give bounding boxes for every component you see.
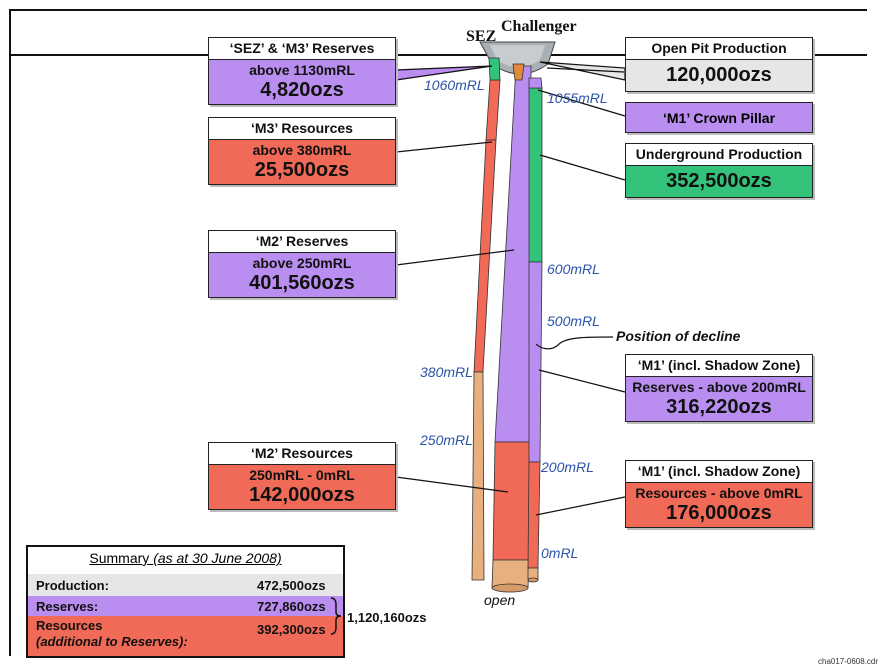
summary-production-row xyxy=(28,574,343,596)
leader-m2-reserves xyxy=(395,249,515,266)
leader-m3-resources xyxy=(395,141,493,153)
open-label: open xyxy=(484,592,516,608)
resources-label: Resources xyxy=(36,618,103,633)
box-title: ‘M1’ (incl. Shadow Zone) xyxy=(626,461,812,483)
open-pit-production-box: Open Pit Production 120,000ozs xyxy=(625,37,813,92)
box-subtitle: 250mRL - 0mRL xyxy=(249,467,355,483)
resources-value: 392,300ozs xyxy=(257,622,326,637)
box-value: 401,560ozs xyxy=(249,272,355,294)
box-value: 142,000ozs xyxy=(249,484,355,506)
m3-ore-shoot-tan xyxy=(471,371,485,581)
summary-title: Summary (as at 30 June 2008) xyxy=(28,547,343,572)
m1-reserves-box: ‘M1’ (incl. Shadow Zone) Reserves - abov… xyxy=(625,354,813,422)
leader-decline xyxy=(535,336,614,350)
box-value: 120,000ozs xyxy=(666,64,772,86)
leader-m2-resources xyxy=(395,476,509,493)
level-250-label: 250mRL xyxy=(420,432,473,448)
challenger-label: Challenger xyxy=(501,18,577,35)
sez-label: SEZ xyxy=(466,28,497,45)
level-500-label: 500mRL xyxy=(547,313,600,329)
box-value: 316,220ozs xyxy=(666,396,772,418)
box-subtitle: above 380mRL xyxy=(252,142,352,158)
leader-ug-production xyxy=(539,154,626,181)
leader-m1-reserves xyxy=(538,369,626,393)
box-title: ‘M3’ Resources xyxy=(209,118,395,140)
m1-resources-box: ‘M1’ (incl. Shadow Zone) Resources - abo… xyxy=(625,460,813,528)
diagram-frame xyxy=(9,9,867,656)
m2-ore-shoot-purple xyxy=(494,65,532,443)
leader-m1-resources xyxy=(535,496,626,516)
level-1060-label: 1060mRL xyxy=(424,77,485,93)
box-subtitle: above 1130mRL xyxy=(249,62,355,78)
box-subtitle: Resources - above 0mRL xyxy=(635,485,803,501)
box-title: ‘M1’ (incl. Shadow Zone) xyxy=(626,355,812,377)
underground-production-box: Underground Production 352,500ozs xyxy=(625,143,813,198)
m1-ore-shoot-green xyxy=(528,87,543,263)
resources-note: (additional to Reserves): xyxy=(36,634,188,649)
footer-code: cha017-0608.cdr xyxy=(818,657,878,666)
m2-ore-shoot-red xyxy=(492,441,532,561)
box-value: 352,500ozs xyxy=(666,170,772,192)
reserves-label: Reserves: xyxy=(36,599,99,614)
box-value: 176,000ozs xyxy=(666,502,772,524)
m3-ore-shoot-red xyxy=(473,139,497,373)
summary-reserves-row xyxy=(28,596,343,616)
level-1055-label: 1055mRL xyxy=(547,90,608,106)
reserves-value: 727,860ozs xyxy=(257,599,326,614)
m3-ore-shoot-top xyxy=(485,79,501,141)
decline-label: Position of decline xyxy=(616,328,741,344)
m1-ore-shoot-purple xyxy=(528,261,543,463)
box-value: 4,820ozs xyxy=(260,79,344,101)
level-200-label: 200mRL xyxy=(541,459,594,475)
summary-date: (as at 30 June 2008) xyxy=(153,550,282,566)
level-0-label: 0mRL xyxy=(541,545,579,561)
summary-total: 1,120,160ozs xyxy=(347,610,427,625)
leader-crown-pillar xyxy=(537,89,626,117)
summary-resources-row xyxy=(28,616,343,656)
box-title: Underground Production xyxy=(626,144,812,166)
box-title: Open Pit Production xyxy=(626,38,812,60)
box-title: ‘M2’ Resources xyxy=(209,443,395,465)
level-380-label: 380mRL xyxy=(420,364,473,380)
box-title: ‘M2’ Reserves xyxy=(209,231,395,253)
level-600-label: 600mRL xyxy=(547,261,600,277)
leader-sez-m3 xyxy=(395,65,493,81)
box-value: 25,500ozs xyxy=(254,159,350,181)
summary-panel: Summary (as at 30 June 2008) Production:… xyxy=(26,545,345,658)
box-subtitle: above 250mRL xyxy=(252,255,352,271)
m1-crown-pillar-box: ‘M1’ Crown Pillar xyxy=(625,102,813,133)
production-label: Production: xyxy=(36,578,109,593)
box-subtitle: Reserves - above 200mRL xyxy=(632,379,806,395)
box-title: ‘SEZ’ & ‘M3’ Reserves xyxy=(209,38,395,60)
summary-title-text: Summary xyxy=(89,550,150,566)
production-value: 472,500ozs xyxy=(257,578,326,593)
summary-brace xyxy=(330,597,342,635)
